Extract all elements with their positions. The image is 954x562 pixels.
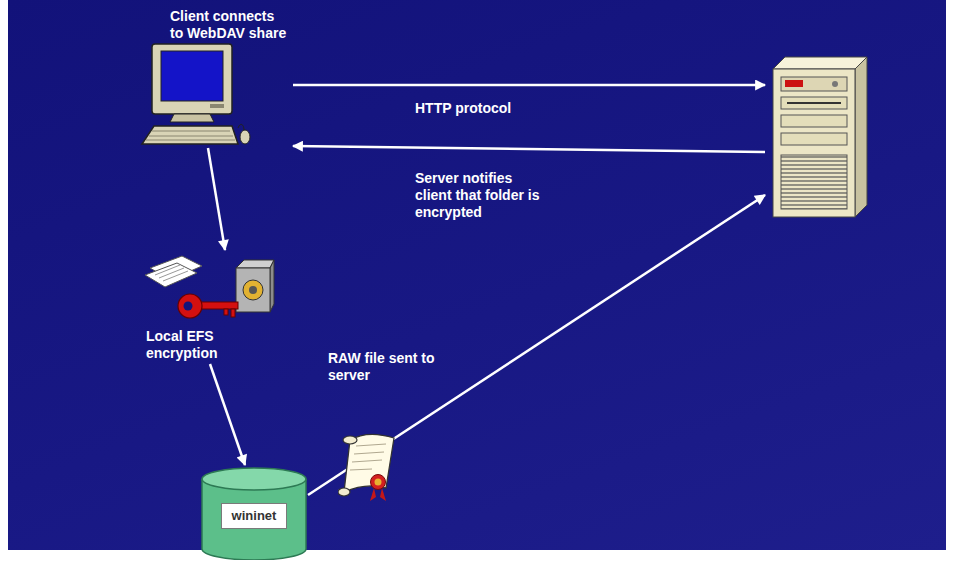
client-illustration bbox=[140, 42, 252, 148]
component-name: wininet bbox=[221, 503, 288, 529]
flow-arrow bbox=[308, 195, 765, 495]
node-caption: Local EFS encryption bbox=[146, 328, 246, 362]
connector-label: Server notifies client that folder is en… bbox=[415, 170, 545, 221]
connector-label: HTTP protocol bbox=[415, 100, 575, 117]
flow-arrow bbox=[293, 146, 765, 152]
certificate-scroll-icon bbox=[338, 430, 402, 502]
efs-encryption-group: Local EFS encryption bbox=[140, 250, 275, 364]
node-caption: Client connects to WebDAV share bbox=[170, 8, 290, 42]
efs-illustration bbox=[140, 250, 275, 328]
label-holder: wininet bbox=[200, 503, 308, 529]
client-computer: Client connects to WebDAV share bbox=[140, 8, 293, 148]
server-illustration bbox=[765, 55, 870, 220]
server-tower bbox=[765, 55, 870, 220]
wininet-cylinder: wininet bbox=[200, 465, 308, 560]
flow-arrow bbox=[210, 364, 245, 465]
flow-arrow bbox=[293, 84, 765, 87]
connector-label: RAW file sent to server bbox=[328, 350, 453, 384]
flow-arrow bbox=[208, 148, 225, 250]
